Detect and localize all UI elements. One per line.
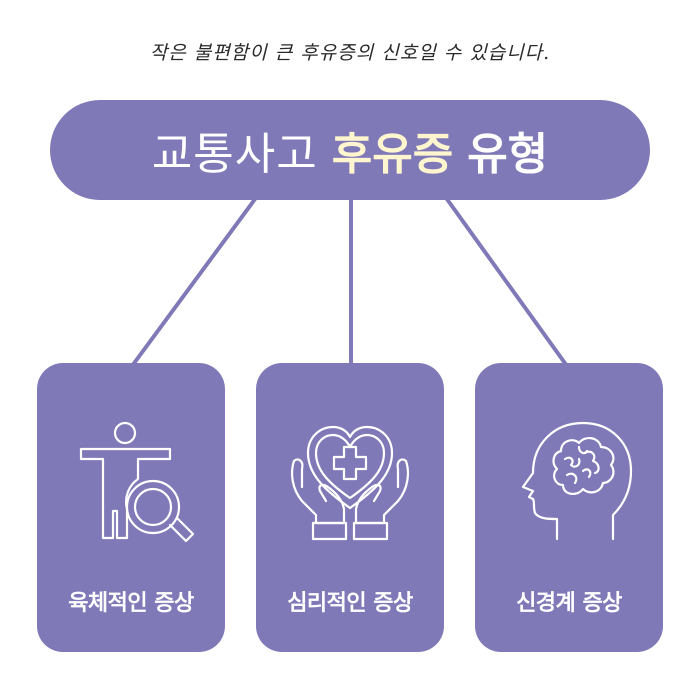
title-part1: 교통사고 <box>151 129 318 180</box>
title-part2: 후유증 <box>331 129 454 180</box>
subtitle: 작은 불편함이 큰 후유증의 신호일 수 있습니다. <box>149 42 551 64</box>
title-banner: 교통사고 후유증 유형 <box>50 100 650 200</box>
heart-hands-icon <box>291 425 409 541</box>
head-brain-icon <box>521 421 633 541</box>
card-neurological: 신경계 증상 <box>475 363 663 652</box>
card-physical: 육체적인 증상 <box>37 363 225 652</box>
card-psychological-label: 심리적인 증상 <box>287 591 413 616</box>
body-magnifier-icon <box>79 421 195 543</box>
card-physical-label: 육체적인 증상 <box>68 591 194 616</box>
card-neurological-label: 신경계 증상 <box>516 591 622 616</box>
card-psychological: 심리적인 증상 <box>256 363 444 652</box>
title-part3: 유형 <box>467 129 549 180</box>
connector-left <box>130 193 260 368</box>
connector-right <box>442 193 569 368</box>
